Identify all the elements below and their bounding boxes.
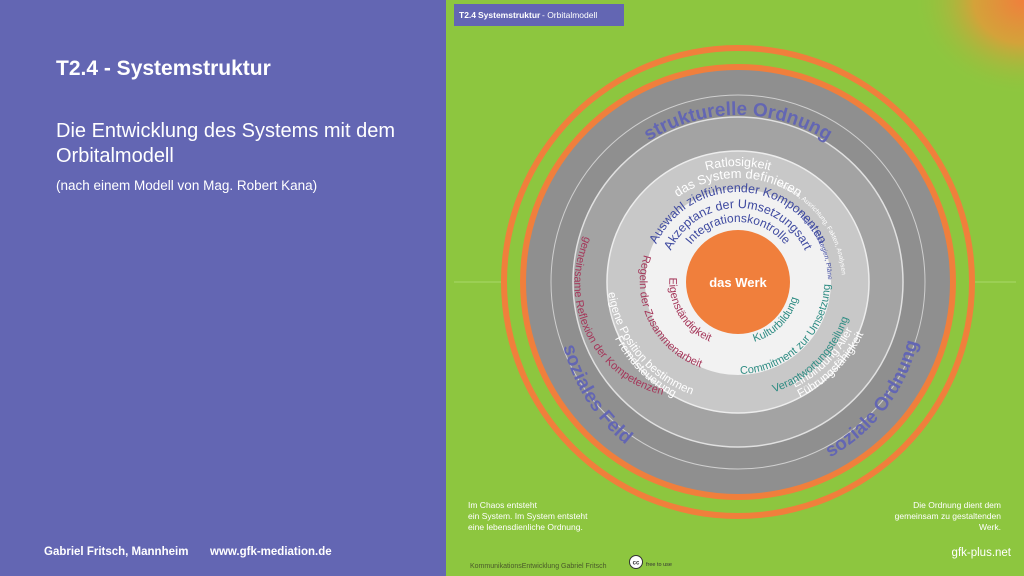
center-werk-circle xyxy=(686,230,790,334)
note-left-line-3: eine lebensdienliche Ordnung. xyxy=(468,522,583,532)
ring-label-ratlosigkeit: Ratlosigkeit xyxy=(703,155,773,173)
slide-header-number: T2.4 xyxy=(459,10,476,20)
credit-text: KommunikationsEntwicklung Gabriel Fritsc… xyxy=(470,563,607,570)
license-text: free to use xyxy=(646,562,672,568)
note-right-line-2: gemeinsam zu gestaltenden xyxy=(895,511,1002,521)
note-right: Die Ordnung dient dem gemeinsam zu gesta… xyxy=(895,500,1002,532)
slide-subtitle: Die Entwicklung des Systems mit dem Orbi… xyxy=(56,120,396,167)
cc-label: cc xyxy=(633,561,640,567)
footer-url: www.gfk-mediation.de xyxy=(210,546,332,558)
note-right-line-3: Werk. xyxy=(979,522,1001,532)
note-right-line-1: Die Ordnung dient dem xyxy=(913,500,1001,510)
footer-author: Gabriel Fritsch, Mannheim xyxy=(44,546,189,558)
note-left-line-1: Im Chaos entsteht xyxy=(468,500,538,510)
slide-header-suffix: - Orbitalmodell xyxy=(542,10,597,20)
center-werk-label: das Werk xyxy=(709,275,767,290)
slide-source-note: (nach einem Modell von Mag. Robert Kana) xyxy=(56,178,318,193)
slide-header-bar xyxy=(454,4,624,26)
cc-license-icon xyxy=(629,555,643,569)
orbital-model-figure: T2.4 Systemstruktur - Orbitalmodell das … xyxy=(446,0,1024,576)
site-url: gfk-plus.net xyxy=(952,547,1012,559)
note-left: Im Chaos entsteht ein System. Im System … xyxy=(468,500,588,532)
slide-header-title: Systemstruktur xyxy=(478,10,541,20)
slide-title: T2.4 - Systemstruktur xyxy=(56,57,271,80)
note-left-line-2: ein System. Im System entsteht xyxy=(468,511,588,521)
